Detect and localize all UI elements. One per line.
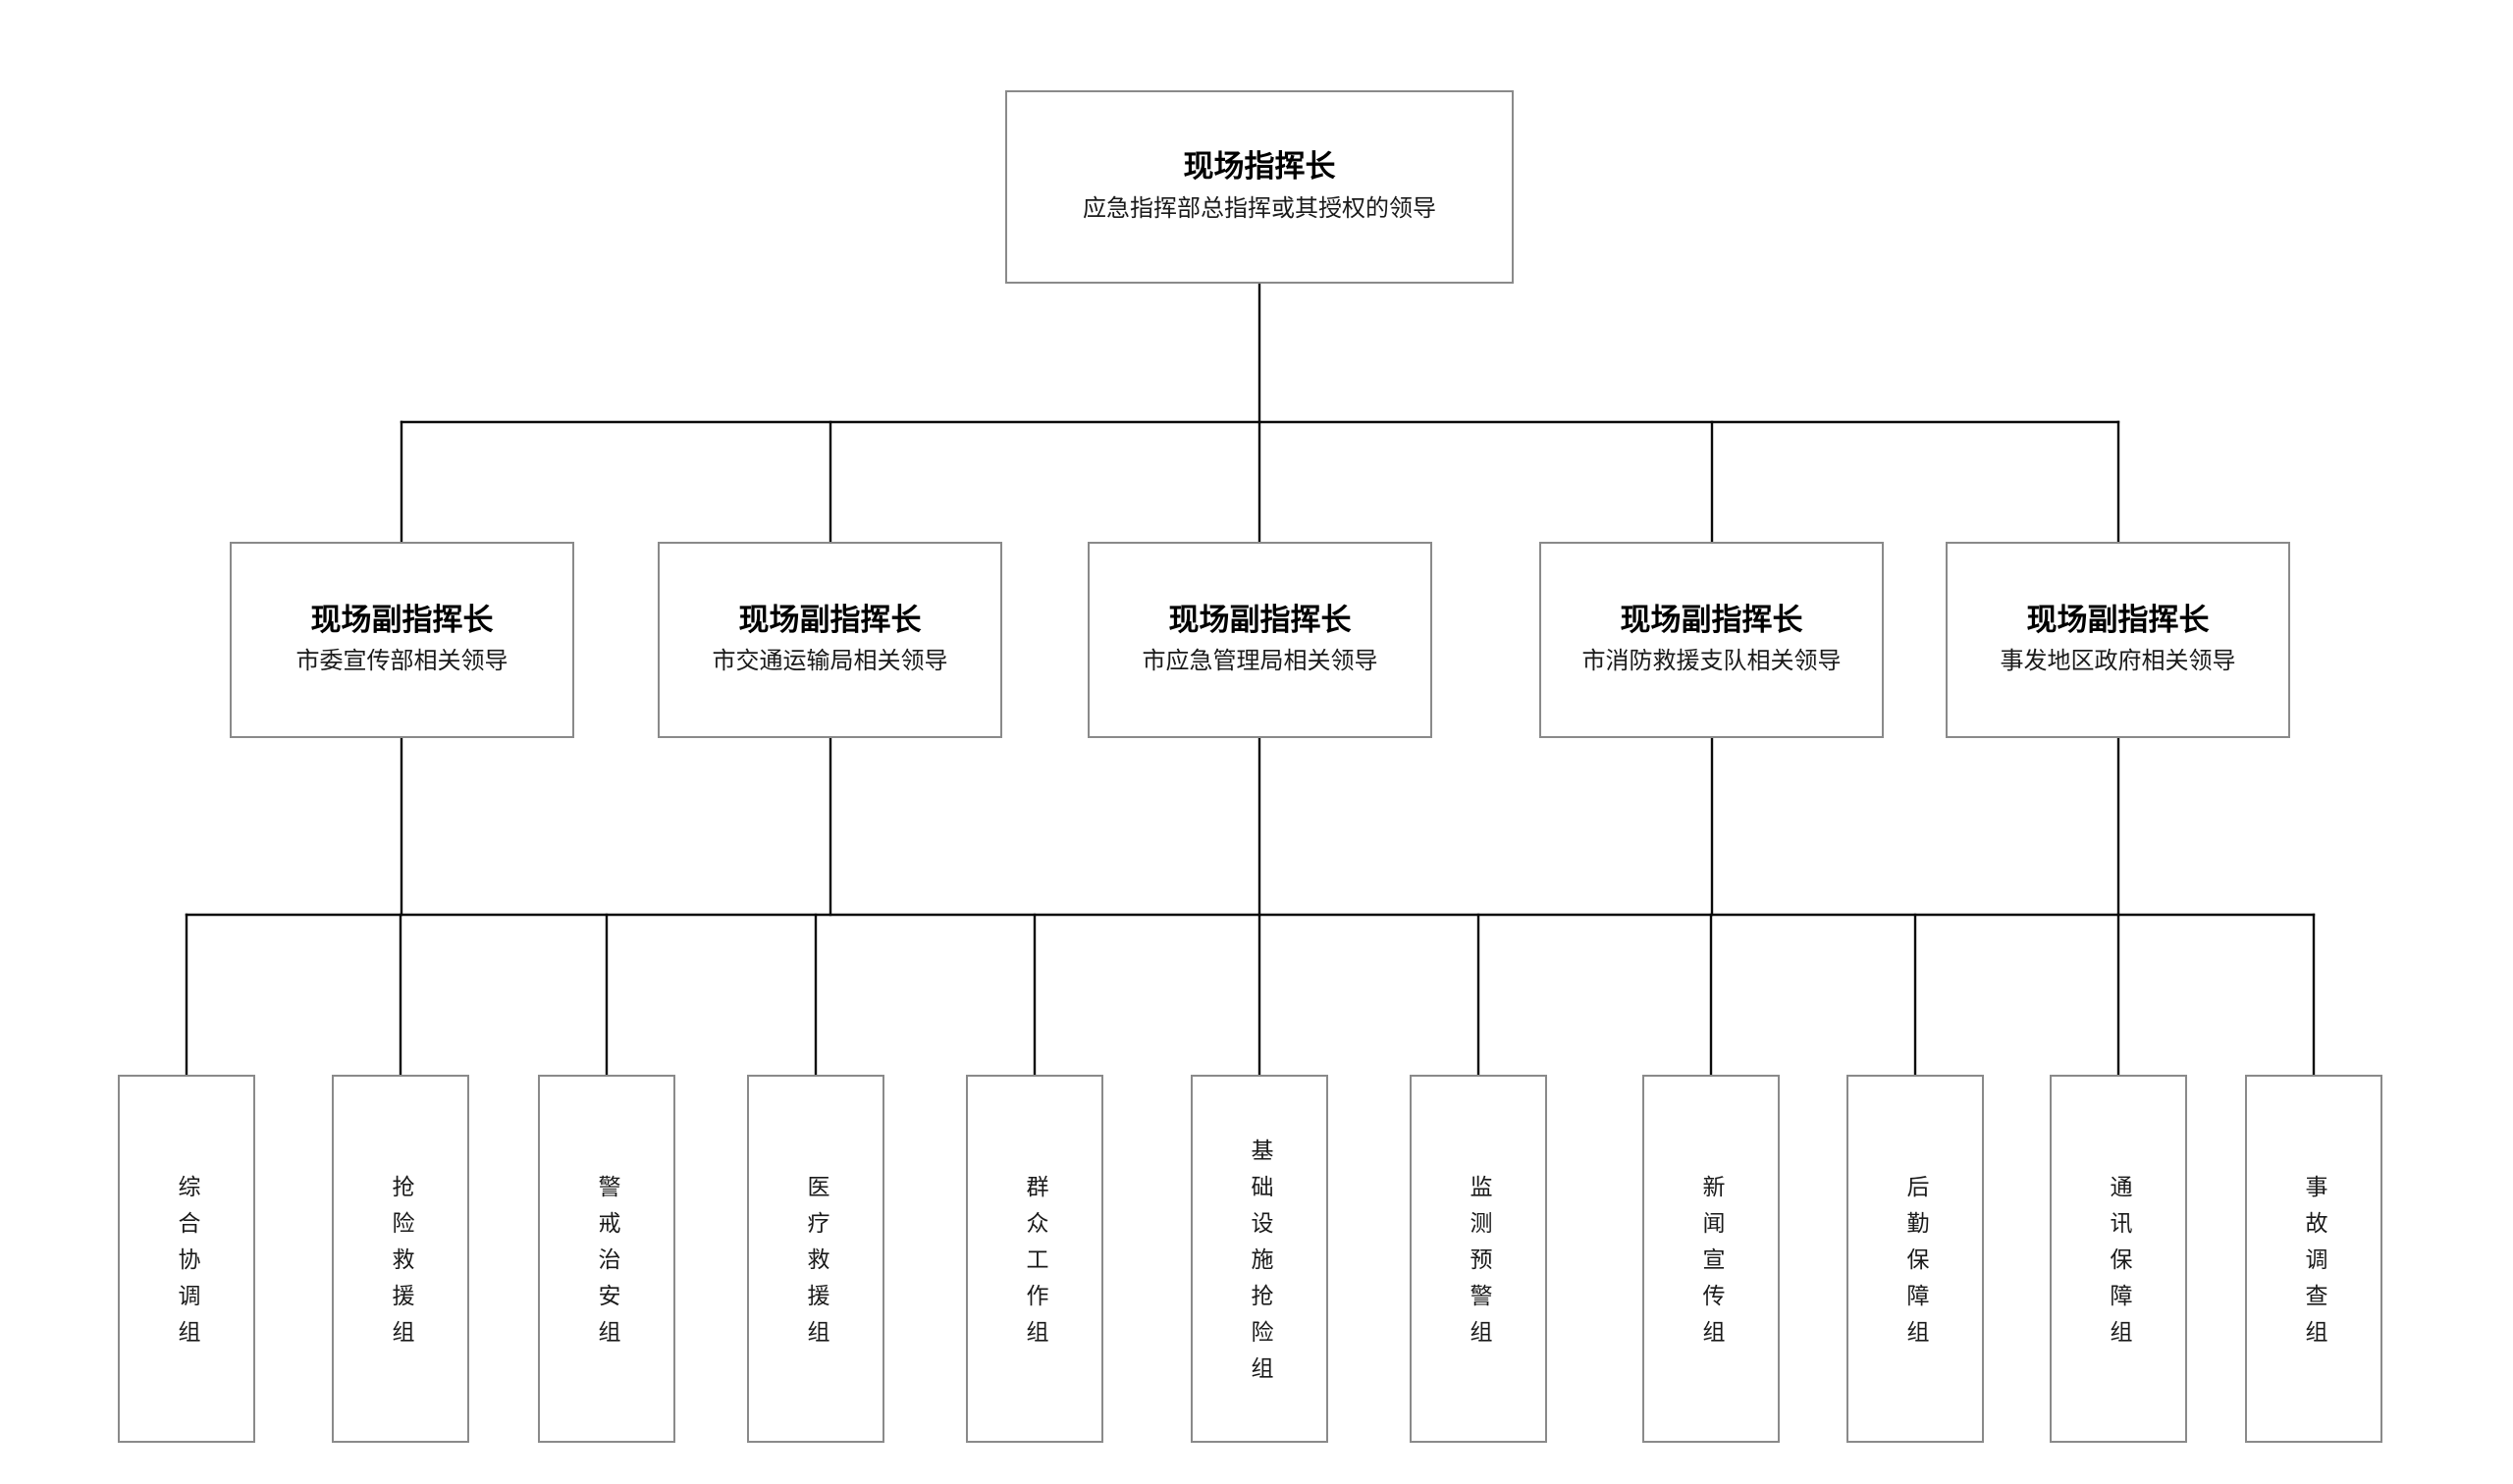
node-title: 现场副指挥长	[1620, 602, 1803, 637]
team-label: 医疗救援组	[804, 1175, 829, 1356]
team-node-1: 综合协调组	[118, 1075, 255, 1443]
team-label: 抢险救援组	[389, 1175, 413, 1356]
team-node-5: 群众工作组	[966, 1075, 1103, 1443]
node-subtitle: 应急指挥部总指挥或其授权的领导	[1083, 195, 1436, 222]
deputy-drop-lines	[400, 420, 2120, 544]
team-label: 通讯保障组	[2107, 1175, 2131, 1356]
team-label: 新闻宣传组	[1699, 1175, 1724, 1356]
team-label: 后勤保障组	[1903, 1175, 1928, 1356]
team-node-7: 监测预警组	[1410, 1075, 1547, 1443]
node-subtitle: 市消防救援支队相关领导	[1581, 649, 1842, 675]
team-label: 警戒治安组	[595, 1175, 619, 1356]
root-node: 现场指挥长 应急指挥部总指挥或其授权的领导	[1005, 90, 1514, 284]
node-title: 现场副指挥长	[310, 602, 494, 637]
team-label: 事故调查组	[2302, 1175, 2326, 1356]
node-title: 现场副指挥长	[2026, 602, 2210, 637]
node-title: 现场副指挥长	[738, 602, 922, 637]
team-node-2: 抢险救援组	[332, 1075, 469, 1443]
team-drop-lines	[185, 913, 2316, 1077]
deputy-node-4: 现场副指挥长 市消防救援支队相关领导	[1539, 542, 1884, 738]
node-subtitle: 市应急管理局相关领导	[1142, 649, 1378, 675]
deputy-node-2: 现场副指挥长 市交通运输局相关领导	[658, 542, 1002, 738]
team-node-9: 后勤保障组	[1846, 1075, 1984, 1443]
team-label: 基础设施抢险组	[1248, 1139, 1272, 1393]
deputy-node-3: 现场副指挥长 市应急管理局相关领导	[1088, 542, 1432, 738]
node-subtitle: 市交通运输局相关领导	[712, 649, 948, 675]
team-label: 群众工作组	[1023, 1175, 1047, 1356]
deputy-to-bus2-lines	[400, 736, 2120, 917]
team-node-11: 事故调查组	[2245, 1075, 2382, 1443]
team-node-8: 新闻宣传组	[1642, 1075, 1780, 1443]
node-title: 现场指挥长	[1183, 149, 1336, 185]
deputy-node-5: 现场副指挥长 事发地区政府相关领导	[1946, 542, 2290, 738]
team-node-6: 基础设施抢险组	[1191, 1075, 1328, 1443]
node-subtitle: 市委宣传部相关领导	[295, 649, 508, 675]
team-node-3: 警戒治安组	[538, 1075, 675, 1443]
team-node-4: 医疗救援组	[747, 1075, 884, 1443]
deputy-node-1: 现场副指挥长 市委宣传部相关领导	[230, 542, 574, 738]
node-title: 现场副指挥长	[1168, 602, 1352, 637]
team-node-10: 通讯保障组	[2050, 1075, 2187, 1443]
node-subtitle: 事发地区政府相关领导	[2000, 649, 2236, 675]
team-label: 监测预警组	[1467, 1175, 1491, 1356]
team-label: 综合协调组	[175, 1175, 199, 1356]
